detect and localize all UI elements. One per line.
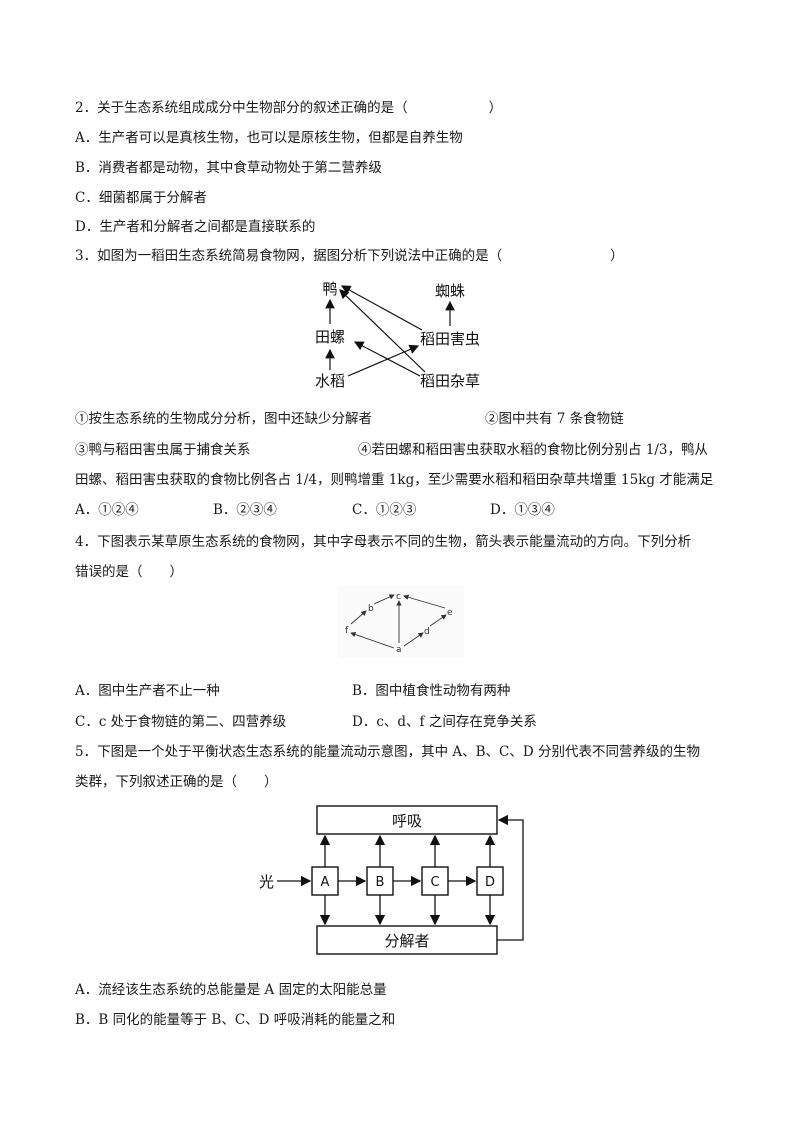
q5-option-b: B．B 同化的能量等于 B、C、D 呼吸消耗的能量之和 bbox=[75, 1012, 396, 1028]
q2-stem: 2．关于生态系统组成成分中生物部分的叙述正确的是（ ） bbox=[75, 100, 503, 116]
q4-option-b: B．图中植食性动物有两种 bbox=[352, 683, 511, 699]
q5-stem-line1: 5．下图是一个处于平衡状态生态系统的能量流动示意图，其中 A、B、C、D 分别代… bbox=[75, 744, 700, 760]
light-label: 光 bbox=[259, 873, 274, 891]
arrow-f-b bbox=[350, 610, 367, 625]
q3-option-d: D．①③④ bbox=[490, 502, 555, 518]
decomposer-label: 分解者 bbox=[384, 932, 429, 950]
node-pest: 稻田害虫 bbox=[420, 330, 480, 348]
q5-stem-line2: 类群，下列叙述正确的是（ ） bbox=[75, 774, 278, 790]
node-b: b bbox=[368, 604, 374, 614]
node-duck: 鸭 bbox=[322, 280, 337, 298]
arrow-e-c bbox=[403, 594, 446, 609]
q4-stem-line2: 错误的是（ ） bbox=[75, 564, 183, 580]
food-web-diagram-q4: c b e f d a bbox=[338, 586, 464, 658]
node-c: c bbox=[396, 592, 401, 602]
label-B: B bbox=[376, 875, 385, 890]
q2-option-d: D．生产者和分解者之间都是直接联系的 bbox=[75, 219, 316, 235]
arrow-weed-duck bbox=[339, 289, 426, 373]
node-a: a bbox=[396, 645, 402, 655]
node-d: d bbox=[424, 627, 430, 637]
node-weed: 稻田杂草 bbox=[420, 372, 480, 390]
q3-statement-4-part1: ④若田螺和稻田害虫获取水稻的食物比例分别占 1/3，鸭从 bbox=[358, 442, 709, 458]
q3-option-a: A．①②④ bbox=[75, 502, 139, 518]
q2-option-b: B．消费者都是动物，其中食草动物处于第二营养级 bbox=[75, 160, 382, 176]
arrow-d-e bbox=[429, 614, 447, 627]
food-web-diagram-q3: 鸭 蜘蛛 田螺 稻田害虫 水稻 稻田杂草 bbox=[315, 280, 480, 390]
q4-option-c: C．c 处于食物链的第二、四营养级 bbox=[75, 714, 287, 730]
q3-option-b: B．②③④ bbox=[213, 502, 277, 518]
arrow-decomp-resp bbox=[497, 814, 524, 941]
label-D: D bbox=[485, 875, 495, 890]
node-rice: 水稻 bbox=[315, 372, 345, 390]
arrow-b-c bbox=[373, 594, 395, 605]
arrow-a-f bbox=[350, 631, 395, 649]
q3-statement-4-part2: 田螺、稻田害虫获取的食物比例各占 1/4，则鸭增重 1kg，至少需要水稻和稻田杂… bbox=[75, 472, 714, 488]
node-spider: 蜘蛛 bbox=[435, 282, 465, 300]
arrow-pest-duck bbox=[340, 285, 423, 331]
q4-option-a: A．图中生产者不止一种 bbox=[75, 683, 220, 699]
respiration-box bbox=[316, 805, 498, 835]
arrow-weed-snail bbox=[353, 341, 421, 377]
q4-stem-line1: 4．下图表示某草原生态系统的食物网，其中字母表示不同的生物，箭头表示能量流动的方… bbox=[75, 534, 692, 550]
q3-statement-1: ①按生态系统的生物成分分析，图中还缺少分解者 bbox=[75, 411, 372, 427]
node-f: f bbox=[345, 626, 349, 636]
q3-statement-3: ③鸭与稻田害虫属于捕食关系 bbox=[75, 442, 251, 458]
q3-stem: 3．如图为一稻田生态系统简易食物网，据图分析下列说法中正确的是（ ） bbox=[75, 248, 624, 264]
label-C: C bbox=[430, 875, 439, 890]
q3-option-c: C．①②③ bbox=[352, 502, 417, 518]
q2-option-a: A．生产者可以是真核生物，也可以是原核生物，但都是自养生物 bbox=[75, 130, 463, 146]
node-snail: 田螺 bbox=[315, 328, 345, 346]
q5-option-a: A．流经该生态系统的总能量是 A 固定的太阳能总量 bbox=[75, 982, 387, 998]
q4-option-d: D．c、d、f 之间存在竞争关系 bbox=[352, 714, 537, 730]
label-A: A bbox=[321, 875, 330, 890]
node-e: e bbox=[447, 608, 453, 618]
arrow-rice-pest bbox=[347, 344, 420, 377]
q3-statement-2: ②图中共有 7 条食物链 bbox=[485, 411, 624, 427]
decomposer-box bbox=[316, 925, 498, 955]
q2-option-c: C．细菌都属于分解者 bbox=[75, 190, 207, 206]
energy-flow-diagram-q5: 呼吸 分解者 光 A B C D bbox=[259, 805, 524, 955]
arrow-a-d bbox=[403, 632, 424, 647]
respiration-label: 呼吸 bbox=[392, 812, 422, 830]
